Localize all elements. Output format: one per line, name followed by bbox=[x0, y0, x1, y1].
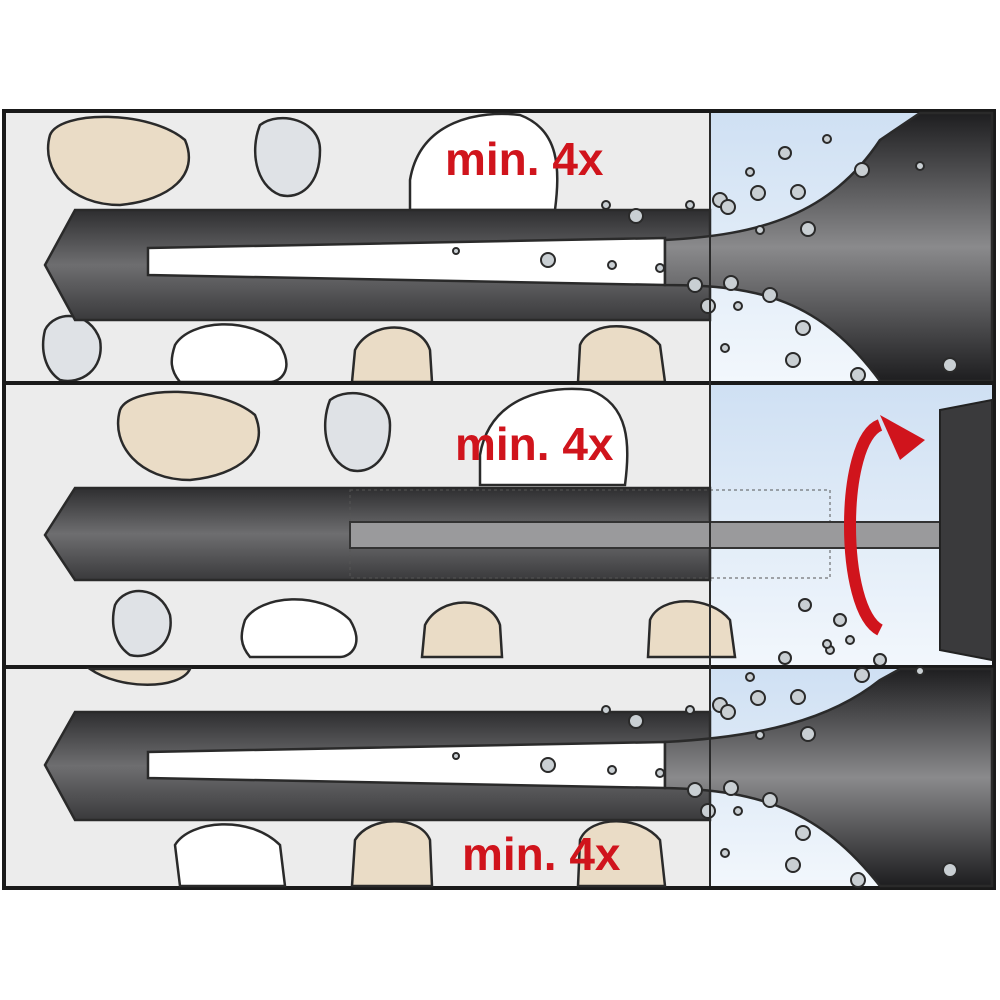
aggregate-stone bbox=[350, 820, 434, 888]
panel-3-blow-out: min. 4x bbox=[43, 639, 994, 888]
aggregate-stone bbox=[173, 823, 287, 888]
panel-2-brush-out: min. 4x bbox=[43, 385, 993, 667]
repeat-label: min. 4x bbox=[445, 133, 604, 185]
panel-1-blow-out: min. 4x bbox=[41, 111, 994, 384]
repeat-label: min. 4x bbox=[455, 418, 614, 470]
repeat-label: min. 4x bbox=[462, 828, 621, 880]
aggregate-stone bbox=[576, 820, 667, 888]
drill-chuck bbox=[939, 398, 993, 662]
rotation-arrow-icon bbox=[844, 419, 884, 636]
rotation-arrow-head-icon bbox=[880, 415, 925, 460]
aggregate-stone bbox=[86, 667, 192, 686]
